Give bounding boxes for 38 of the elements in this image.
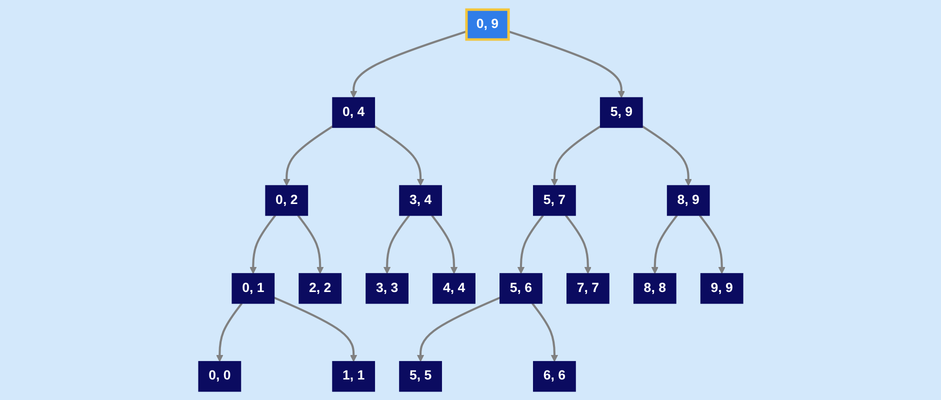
node-box bbox=[532, 360, 576, 392]
node-box bbox=[298, 272, 342, 304]
arrow bbox=[274, 296, 357, 362]
node-box bbox=[332, 96, 375, 128]
node-box bbox=[464, 8, 510, 40]
arrow bbox=[508, 30, 625, 98]
arrow bbox=[350, 30, 467, 98]
arrow bbox=[282, 124, 333, 186]
arrow bbox=[698, 214, 726, 274]
node-box bbox=[264, 184, 308, 216]
arrow bbox=[517, 214, 544, 274]
node-box bbox=[633, 272, 676, 304]
arrow bbox=[550, 124, 601, 186]
node-box bbox=[198, 360, 241, 392]
node-box bbox=[600, 96, 643, 128]
arrow bbox=[642, 124, 692, 186]
node-box bbox=[666, 184, 710, 216]
arrow bbox=[249, 214, 276, 274]
tree-diagram: 0, 9 0, 4 5, 9 0, 2 3, 4 5, 7 8, 9 0, 1 2, 2 3, 3 4, 4 5, 6 7, 7 8, 8 9, 9 0, 0 1, 1 5, 5 6, 6 bbox=[192, 2, 750, 398]
node-box bbox=[398, 360, 442, 392]
arrow bbox=[374, 124, 424, 186]
arrow bbox=[430, 214, 458, 274]
node-box bbox=[332, 360, 375, 392]
arrow bbox=[216, 302, 242, 362]
node-box bbox=[231, 272, 274, 304]
node-box bbox=[365, 272, 408, 304]
arrow bbox=[416, 296, 500, 362]
arrow bbox=[531, 302, 558, 362]
arrow bbox=[564, 214, 592, 274]
arrow bbox=[296, 214, 324, 274]
node-box bbox=[700, 272, 744, 304]
node-box bbox=[432, 272, 476, 304]
node-box bbox=[566, 272, 610, 304]
node-box bbox=[499, 272, 542, 304]
node-box bbox=[532, 184, 576, 216]
node-box bbox=[398, 184, 442, 216]
arrow bbox=[383, 214, 410, 274]
arrow bbox=[650, 214, 678, 274]
